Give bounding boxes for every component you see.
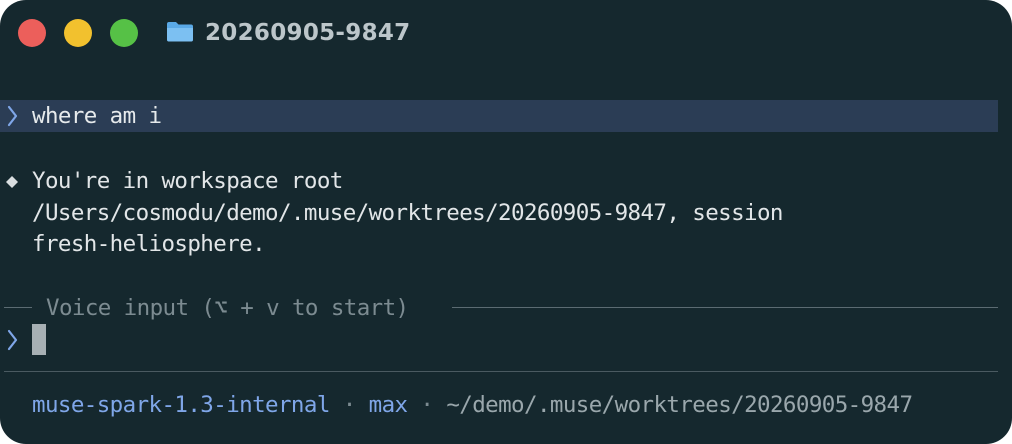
working-directory: ~/demo/.muse/worktrees/20260905-9847 — [446, 392, 913, 418]
status-divider — [4, 371, 998, 372]
status-separator: · — [420, 392, 434, 418]
close-window-button[interactable] — [18, 19, 46, 47]
input-divider-right — [452, 307, 998, 308]
zoom-window-button[interactable] — [110, 19, 138, 47]
status-separator: · — [342, 392, 357, 418]
user-message: where am i — [32, 103, 162, 129]
response-diamond-icon — [6, 176, 18, 188]
window-title: 20260905-9847 — [205, 20, 411, 46]
input-chevron-icon — [7, 329, 18, 351]
status-bar: muse-spark-1.3-internal · max · ~/demo/.… — [32, 389, 913, 421]
voice-input-hint: Voice input (⌥ + v to start) — [46, 295, 409, 321]
minimize-window-button[interactable] — [64, 19, 92, 47]
mode-name: max — [368, 392, 408, 418]
response-line: You're in workspace root — [32, 168, 343, 194]
title-bar: 20260905-9847 — [0, 0, 1012, 66]
response-line: /Users/cosmodu/demo/.muse/worktrees/2026… — [32, 200, 783, 226]
folder-icon — [167, 22, 193, 42]
input-divider-left — [4, 307, 32, 308]
prompt-chevron-icon — [7, 105, 18, 127]
user-message-row — [0, 100, 998, 132]
response-line: fresh-heliosphere. — [32, 231, 266, 257]
text-input-cursor[interactable] — [32, 324, 46, 355]
model-name: muse-spark-1.3-internal — [32, 392, 330, 418]
